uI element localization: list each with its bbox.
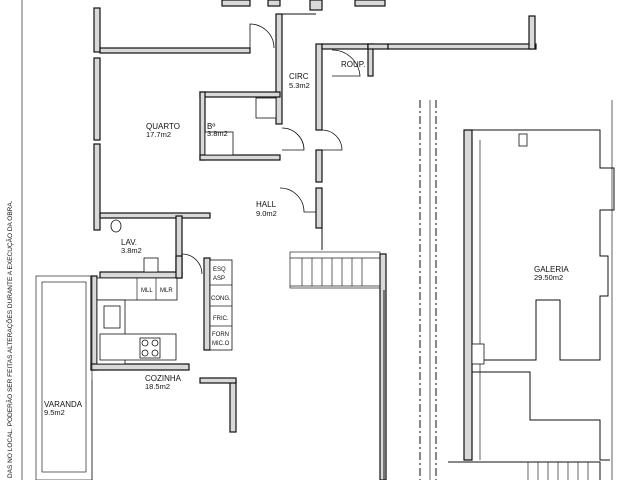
room-banho-name: Bº: [207, 122, 215, 131]
door-bath: [281, 127, 305, 151]
bath-shower: [255, 97, 277, 119]
room-roupa-name: ROUP.: [341, 60, 365, 69]
stair-box: [289, 251, 381, 289]
fixtures: [96, 97, 277, 365]
room-banho-area: 3.8m2: [207, 129, 228, 138]
room-varanda-area: 9.5m2: [44, 408, 65, 417]
wall-lav-bottom: [99, 271, 183, 279]
wall-top-right-post: [528, 15, 536, 50]
room-galeria-name: GALERIA: [534, 265, 569, 274]
stairs: [289, 251, 385, 480]
wall-quarto-bottom: [99, 212, 211, 219]
wall-roupa-right-top: [367, 43, 389, 50]
tower-wall: [203, 257, 211, 351]
appliance-esq: ESQ: [213, 267, 226, 273]
wall-top-right: [387, 43, 537, 50]
wall-circ-left: [275, 13, 283, 125]
appliance-forn: FORN: [212, 332, 229, 338]
kitchen-island: [99, 333, 177, 361]
wall-quarto-left-upper: [93, 7, 101, 53]
doors: [181, 23, 361, 275]
cooktop: [139, 337, 161, 359]
wall-quarto-left-mid: [93, 57, 101, 141]
room-circ-area: 5.3m2: [289, 81, 310, 90]
wall-quarto-top: [99, 47, 251, 54]
kitchen-sink: [103, 305, 121, 329]
wall-top-frag-1: [221, 0, 251, 7]
galeria-outline: [464, 129, 615, 361]
room-lav-name: LAV.: [121, 238, 137, 247]
appliance-fric: FRIC.: [213, 316, 229, 322]
appliance-cong: CONG.: [211, 296, 231, 302]
room-circ-name: CIRC: [289, 72, 309, 81]
door-circ-top: [249, 23, 275, 49]
wall-kitchen-right-top: [199, 377, 237, 384]
wall-kitchen-right: [229, 379, 237, 433]
room-quarto-area: 17.7m2: [146, 130, 171, 139]
galeria-small-box: [518, 133, 528, 147]
galeria-column: [471, 343, 485, 365]
varanda-inner: [41, 281, 87, 473]
wall-stair-right: [379, 253, 387, 480]
galeria-block: [419, 100, 615, 480]
stair-treads: [290, 257, 380, 287]
wall-quarto-left-low: [93, 143, 101, 231]
side-note: DAS NO LOCAL. PODERÃO SER FEITAS ALTERAÇ…: [5, 200, 14, 478]
room-hall-name: HALL: [256, 200, 277, 209]
door-circ-right: [321, 129, 343, 151]
appliance-mlr: MLR: [160, 288, 173, 294]
wall-roupa-top: [321, 43, 369, 50]
lav-toilet: [110, 219, 122, 233]
door-lav: [181, 253, 203, 275]
room-quarto-name: QUARTO: [146, 122, 180, 131]
door-roupa: [331, 49, 361, 77]
tower-outline: [209, 259, 233, 351]
door-hall: [279, 187, 316, 213]
outlines: [21, 0, 323, 480]
labels: CIRC 5.3m2 ROUP. QUARTO 17.7m2 Bº 3.8m2 …: [5, 60, 569, 478]
wall-top-frag-4: [354, 0, 386, 7]
varanda-outline: [35, 275, 93, 480]
appliance-mic: MIC.O: [212, 341, 230, 347]
room-lav-area: 3.8m2: [121, 246, 142, 255]
wall-kitchen-bottom: [90, 363, 190, 371]
room-cozinha-name: COZINHA: [145, 374, 182, 383]
wall-bath-left: [199, 91, 206, 161]
bath-counter: [204, 131, 234, 156]
galeria-outline-lower: [472, 371, 610, 461]
appliance-asp: ASP: [213, 276, 225, 282]
wall-circ-right-low: [315, 149, 323, 183]
wall-top-frag-3: [309, 0, 323, 11]
galeria-stair-bottom: [527, 462, 589, 480]
appliance-mll: MLL: [141, 288, 153, 294]
room-hall-area: 9.0m2: [256, 209, 277, 218]
wall-bath-top: [199, 91, 281, 98]
room-galeria-area: 29.50m2: [534, 273, 563, 282]
wall-bath-bottom: [199, 154, 281, 161]
galeria-bottom: [448, 461, 601, 480]
wall-top-frag-2: [267, 0, 281, 7]
galeria-left-wall: [463, 129, 473, 461]
room-cozinha-area: 18.5m2: [145, 382, 170, 391]
wall-hall-right: [315, 187, 323, 229]
wall-circ-right: [315, 43, 323, 131]
room-varanda-name: VARANDA: [44, 400, 83, 409]
tower-post: [175, 255, 183, 279]
lav-sink: [143, 257, 159, 273]
